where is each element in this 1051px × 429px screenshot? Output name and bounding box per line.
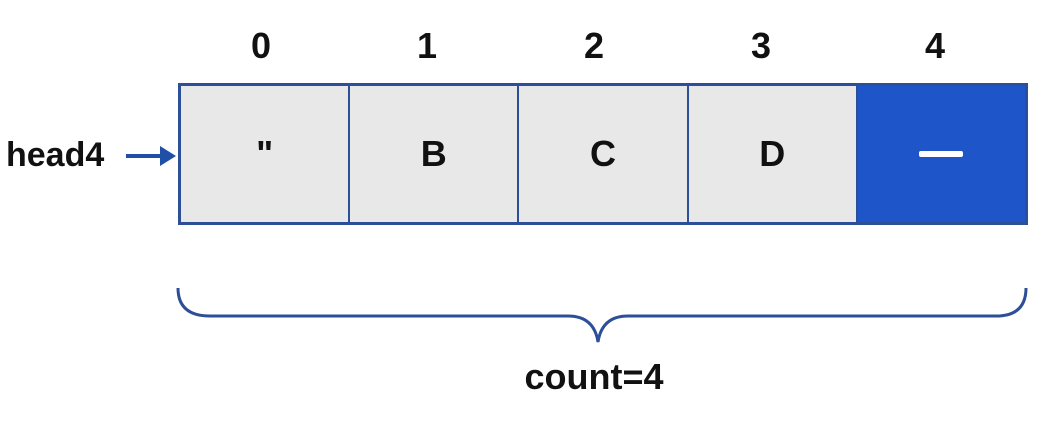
array-cell-1: B xyxy=(350,86,518,222)
count-label: count=4 xyxy=(524,356,664,397)
empty-slot-dash-icon xyxy=(919,151,964,157)
array-cell-2: C xyxy=(519,86,687,222)
index-label-2: 2 xyxy=(583,25,605,66)
head-pointer-label: head4 xyxy=(6,136,105,174)
cell-value-0: " xyxy=(256,133,274,174)
array-cells: " B C D xyxy=(178,83,1028,225)
cell-value-1: B xyxy=(420,133,447,174)
index-label-0: 0 xyxy=(250,25,272,66)
head-arrow-icon xyxy=(126,146,176,166)
index-label-4: 4 xyxy=(924,25,946,66)
count-brace-icon xyxy=(176,287,1028,343)
cell-value-2: C xyxy=(590,133,616,174)
array-cell-4-empty xyxy=(857,86,1026,222)
index-label-1: 1 xyxy=(416,25,438,66)
cell-value-3: D xyxy=(759,133,786,174)
array-cell-0: " xyxy=(181,86,349,222)
array-cell-3: D xyxy=(688,86,856,222)
index-label-3: 3 xyxy=(750,25,772,66)
